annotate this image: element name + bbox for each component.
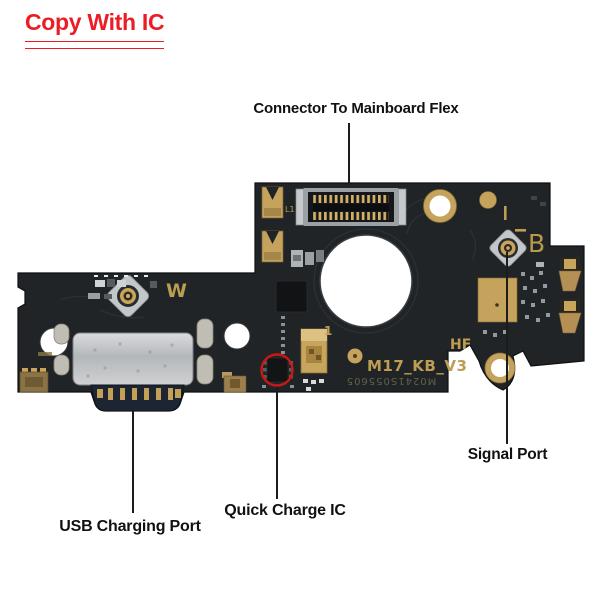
usb-tongue <box>90 384 185 412</box>
coax-connector-signal-port <box>489 206 527 267</box>
retainer-clips <box>261 186 284 263</box>
mid-components <box>275 250 324 354</box>
label-usb-charging-port: USB Charging Port <box>59 518 201 535</box>
gold-ring-hole-top <box>423 189 457 223</box>
passive-components-left <box>38 275 157 356</box>
watermark-underline <box>25 41 164 49</box>
silk-hf: HF <box>450 337 471 353</box>
b2b-connector <box>295 188 407 226</box>
usb-charging-port <box>53 318 214 412</box>
silk-l1: L1 <box>285 205 295 214</box>
silk-serial: M0241S055605 <box>346 375 437 386</box>
silk-1: 1 <box>324 324 332 338</box>
spring-contacts <box>558 257 582 334</box>
solder-pads-right <box>483 196 550 337</box>
label-mainboard-flex: Connector To Mainboard Flex <box>253 100 459 117</box>
clip-bottom-mid <box>222 372 247 393</box>
watermark-text: Copy With IC <box>25 9 165 35</box>
quick-charge-ic <box>260 353 294 388</box>
large-cutout-hole <box>319 234 413 328</box>
gold-pad-dot-mid <box>347 348 363 364</box>
microphone <box>300 328 328 391</box>
screw-hole-mid <box>223 322 251 350</box>
silk-w: W <box>166 280 187 302</box>
leader-line-signal-port <box>506 252 508 444</box>
flex-connector-bottom-left <box>19 368 49 393</box>
label-signal-port: Signal Port <box>467 446 548 463</box>
leader-line-usb <box>132 411 134 513</box>
leader-line-quick-charge <box>276 387 278 499</box>
leader-line-mainboard-flex <box>348 123 350 185</box>
main-ic <box>275 280 308 313</box>
silk-model: M17_KB_V3 <box>367 357 467 375</box>
silkscreen-text: M17_KB_V3 HF M0241S055605 W B L1 1 <box>166 205 545 386</box>
silk-b: B <box>528 229 545 258</box>
antenna-pad <box>477 277 518 323</box>
gold-pad-dot-top <box>479 191 497 209</box>
gold-ring-hole-bottom <box>484 352 516 384</box>
red-highlight-circle <box>260 353 294 387</box>
label-quick-charge-ic: Quick Charge IC <box>224 502 346 519</box>
